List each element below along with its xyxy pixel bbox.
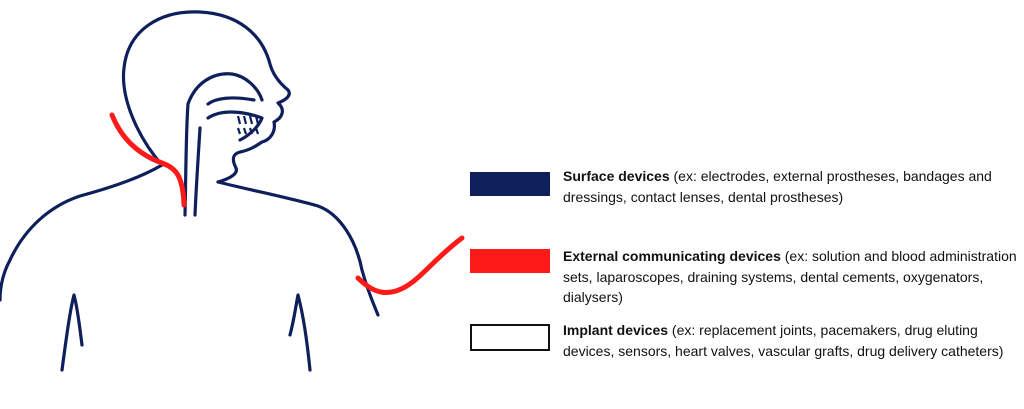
teeth-lower: [236, 127, 260, 135]
right-inner-arm: [288, 293, 312, 372]
pharynx: [183, 102, 202, 217]
oral-cavity: [206, 110, 264, 142]
nasal-cavity: [186, 72, 264, 106]
legend-title: Implant devices: [563, 322, 669, 338]
legend-text-surface: Surface devices (ex: electrodes, externa…: [563, 166, 1023, 207]
torso-outline: [0, 163, 380, 317]
legend: Surface devices (ex: electrodes, externa…: [470, 0, 1024, 409]
left-inner-arm: [60, 293, 84, 372]
external-device-swatch: [470, 249, 550, 273]
legend-description: (ex: solution and blood administration s…: [563, 248, 1017, 305]
legend-description: (ex: replacement joints, pacemakers, dru…: [563, 322, 1004, 359]
head-outline: [121, 10, 291, 184]
implant-device-swatch: [470, 324, 550, 351]
legend-text-external: External communicating devices (ex: solu…: [563, 246, 1023, 308]
neck-catheter: [109, 112, 187, 208]
surface-device-swatch: [470, 172, 550, 196]
legend-title: Surface devices: [563, 168, 670, 184]
arm-catheter: [355, 235, 465, 295]
teeth-upper: [236, 115, 260, 125]
legend-description: (ex: electrodes, external prostheses, ba…: [563, 168, 992, 205]
human-body-diagram: [0, 10, 465, 372]
legend-title: External communicating devices: [563, 248, 781, 264]
legend-text-implant: Implant devices (ex: replacement joints,…: [563, 320, 1023, 361]
